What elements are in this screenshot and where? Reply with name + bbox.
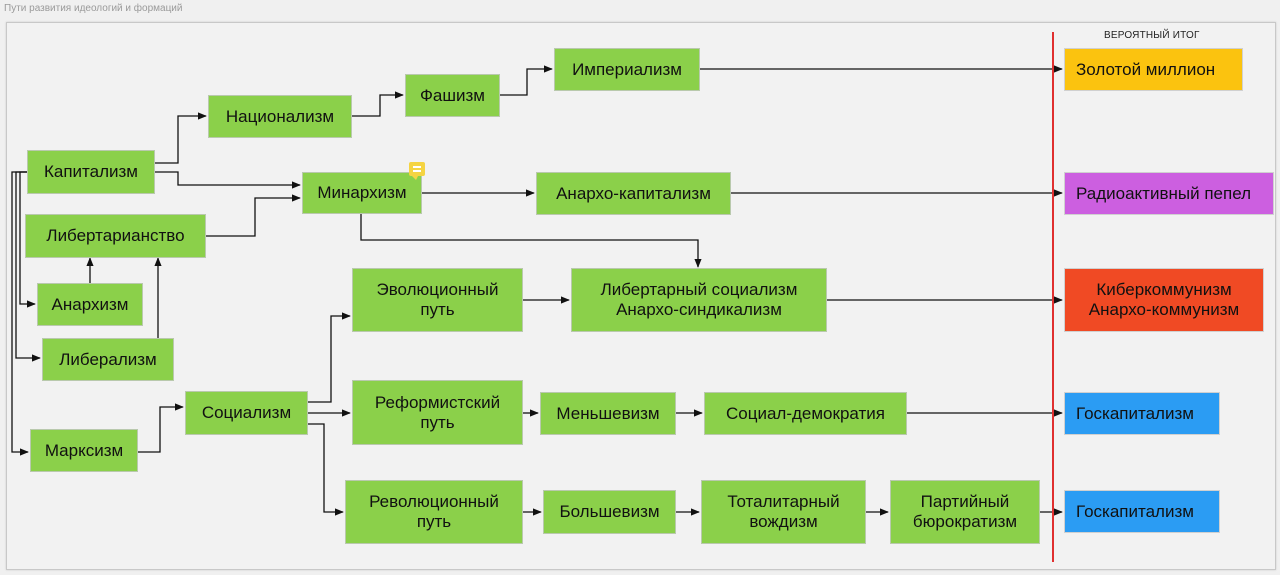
node-reformist-path[interactable]: Реформистский путь bbox=[352, 380, 523, 445]
edge-capitalism-nationalism bbox=[155, 112, 207, 164]
edge-minarchism-libsoc bbox=[360, 213, 702, 268]
node-socialism[interactable]: Социализм bbox=[185, 391, 308, 435]
node-minarchism[interactable]: Минархизм bbox=[302, 172, 422, 214]
outcome-column-header: ВЕРОЯТНЫЙ ИТОГ bbox=[1104, 30, 1200, 41]
comment-icon[interactable] bbox=[409, 162, 425, 180]
outcome-state-capitalism-reformist-label: Госкапитализм bbox=[1076, 403, 1194, 423]
node-evolutionary-path[interactable]: Эволюционный путь bbox=[352, 268, 523, 332]
node-libertarian-socialism-line1: Либертарный социализм bbox=[600, 280, 798, 299]
outcome-state-capitalism-reformist[interactable]: Госкапитализм bbox=[1064, 392, 1220, 435]
node-social-democracy[interactable]: Социал-демократия bbox=[704, 392, 907, 435]
outcome-divider-line bbox=[1052, 32, 1054, 562]
node-evolutionary-path-line2: путь bbox=[420, 300, 455, 319]
node-liberalism-label: Либерализм bbox=[59, 349, 157, 369]
node-anarcho-capitalism[interactable]: Анархо-капитализм bbox=[536, 172, 731, 215]
node-revolutionary-path[interactable]: Революционный путь bbox=[345, 480, 523, 544]
edge-capitalism-marxism bbox=[11, 171, 29, 456]
node-libertarian-socialism[interactable]: Либертарный социализм Анархо-синдикализм bbox=[571, 268, 827, 332]
node-party-bureaucratism-line1: Партийный bbox=[920, 492, 1010, 511]
node-party-bureaucratism[interactable]: Партийный бюрократизм bbox=[890, 480, 1040, 544]
node-marxism-label: Марксизм bbox=[44, 440, 124, 460]
node-fascism-label: Фашизм bbox=[420, 85, 485, 105]
outcome-state-capitalism-revolutionary-label: Госкапитализм bbox=[1076, 501, 1194, 521]
edge-marxism-socialism bbox=[137, 403, 184, 453]
node-menshevism[interactable]: Меньшевизм bbox=[540, 392, 676, 435]
node-imperialism[interactable]: Империализм bbox=[554, 48, 700, 91]
outcome-golden-billion[interactable]: Золотой миллион bbox=[1064, 48, 1243, 91]
node-social-democracy-label: Социал-демократия bbox=[726, 403, 885, 423]
edge-fascism-imperialism bbox=[500, 65, 553, 96]
node-fascism[interactable]: Фашизм bbox=[405, 74, 500, 117]
node-anarchism-label: Анархизм bbox=[51, 294, 129, 314]
edge-nationalism-fascism bbox=[352, 91, 404, 117]
node-totalitarian-leadership-line2: вождизм bbox=[749, 512, 818, 531]
node-marxism[interactable]: Марксизм bbox=[30, 429, 138, 472]
edge-libertarianism-minarchism bbox=[205, 194, 301, 237]
node-revolutionary-path-line1: Революционный bbox=[369, 492, 499, 511]
node-nationalism[interactable]: Национализм bbox=[208, 95, 352, 138]
node-libertarianism[interactable]: Либертарианство bbox=[25, 214, 206, 258]
node-nationalism-label: Национализм bbox=[225, 106, 335, 126]
node-reformist-path-line2: путь bbox=[420, 412, 455, 432]
node-bolshevism-label: Большевизм bbox=[559, 502, 660, 521]
outcome-radioactive-ash-label: Радиоактивный пепел bbox=[1076, 183, 1251, 203]
node-evolutionary-path-line1: Эволюционный bbox=[376, 280, 499, 299]
node-libertarianism-label: Либертарианство bbox=[46, 226, 185, 245]
outcome-golden-billion-label: Золотой миллион bbox=[1076, 59, 1216, 79]
edge-socialism-evolutionary bbox=[308, 312, 351, 403]
node-revolutionary-path-line2: путь bbox=[416, 512, 452, 531]
node-reformist-path-line1: Реформистский bbox=[374, 392, 501, 412]
node-capitalism[interactable]: Капитализм bbox=[27, 150, 155, 194]
node-anarcho-capitalism-label: Анархо-капитализм bbox=[556, 183, 711, 203]
outcome-cybercommunism[interactable]: Киберкоммунизм Анархо-коммунизм bbox=[1064, 268, 1264, 332]
outcome-cybercommunism-line2: Анархо-коммунизм bbox=[1088, 300, 1240, 319]
outcome-state-capitalism-revolutionary[interactable]: Госкапитализм bbox=[1064, 490, 1220, 533]
outcome-radioactive-ash[interactable]: Радиоактивный пепел bbox=[1064, 172, 1274, 215]
node-socialism-label: Социализм bbox=[201, 403, 292, 422]
node-minarchism-label: Минархизм bbox=[317, 183, 407, 202]
node-menshevism-label: Меньшевизм bbox=[556, 403, 660, 423]
node-bolshevism[interactable]: Большевизм bbox=[543, 490, 676, 534]
node-totalitarian-leadership[interactable]: Тоталитарный вождизм bbox=[701, 480, 866, 544]
outcome-cybercommunism-line1: Киберкоммунизм bbox=[1096, 280, 1232, 299]
node-party-bureaucratism-line2: бюрократизм bbox=[912, 512, 1018, 531]
node-liberalism[interactable]: Либерализм bbox=[42, 338, 174, 381]
node-imperialism-label: Империализм bbox=[572, 59, 682, 79]
edge-socialism-revolutionary bbox=[308, 423, 344, 516]
node-capitalism-label: Капитализм bbox=[43, 162, 138, 181]
edge-capitalism-minarchism bbox=[155, 171, 301, 189]
node-libertarian-socialism-line2: Анархо-синдикализм bbox=[616, 300, 782, 319]
node-anarchism[interactable]: Анархизм bbox=[37, 283, 143, 326]
page-title: Пути развития идеологий и формаций bbox=[4, 3, 183, 14]
node-totalitarian-leadership-line1: Тоталитарный bbox=[727, 492, 840, 511]
